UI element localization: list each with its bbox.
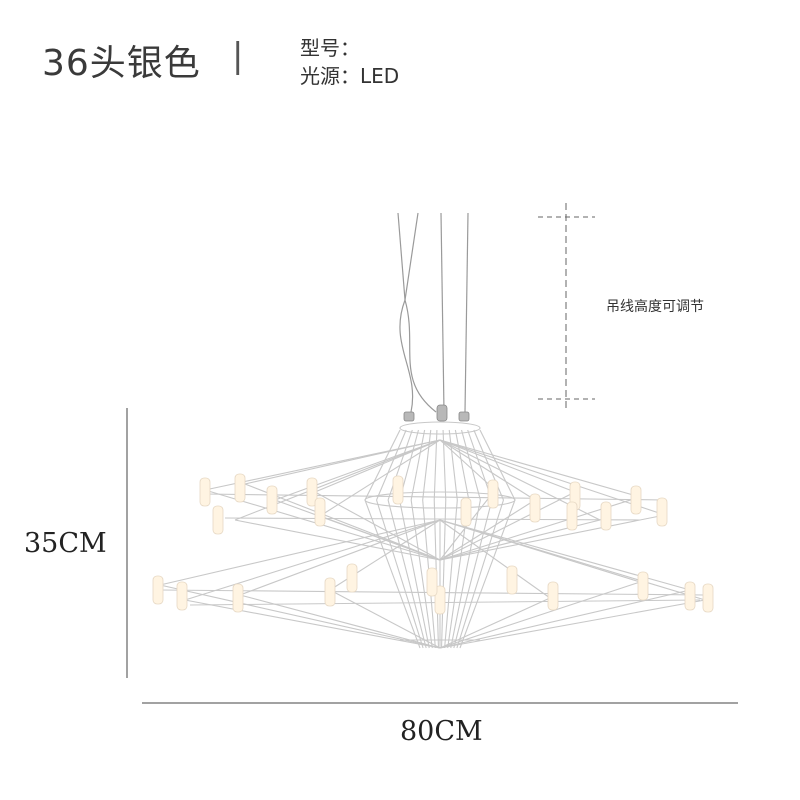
bulb — [630, 485, 642, 515]
bulb — [487, 479, 499, 509]
height-dimension-label: 35CM — [24, 528, 107, 559]
bulb — [266, 485, 278, 515]
chandelier-frame — [159, 421, 706, 649]
bulb — [306, 477, 318, 507]
bulb — [460, 497, 472, 527]
adjustable-cord-indicator — [538, 203, 595, 412]
bulb — [232, 583, 244, 613]
title-separator: | — [232, 36, 244, 76]
bulb — [600, 501, 612, 531]
light-source-label: 光源：LED — [300, 64, 400, 88]
product-title: 36头银色 — [42, 43, 201, 84]
bulb — [702, 583, 714, 613]
bulb — [637, 571, 649, 601]
width-dimension-label: 80CM — [400, 716, 483, 747]
bulb — [684, 581, 696, 611]
bulb — [212, 505, 224, 535]
cord-adjustable-note: 吊线高度可调节 — [606, 299, 704, 315]
bulb — [392, 475, 404, 505]
bulb — [506, 565, 518, 595]
model-label: 型号： — [300, 36, 360, 60]
bulb — [176, 581, 188, 611]
bulb — [234, 473, 246, 503]
bulb — [152, 575, 164, 605]
bulb — [346, 563, 358, 593]
bulb — [566, 501, 578, 531]
bulb — [314, 497, 326, 527]
suspension-cords — [397, 212, 469, 413]
bulb — [529, 493, 541, 523]
ceiling-caps — [403, 404, 470, 422]
bulb — [656, 497, 668, 527]
bulb — [426, 567, 438, 597]
bulb — [324, 577, 336, 607]
bulb — [199, 477, 211, 507]
chandelier-lights — [152, 473, 714, 615]
bulb — [547, 581, 559, 611]
bulb — [434, 585, 446, 615]
